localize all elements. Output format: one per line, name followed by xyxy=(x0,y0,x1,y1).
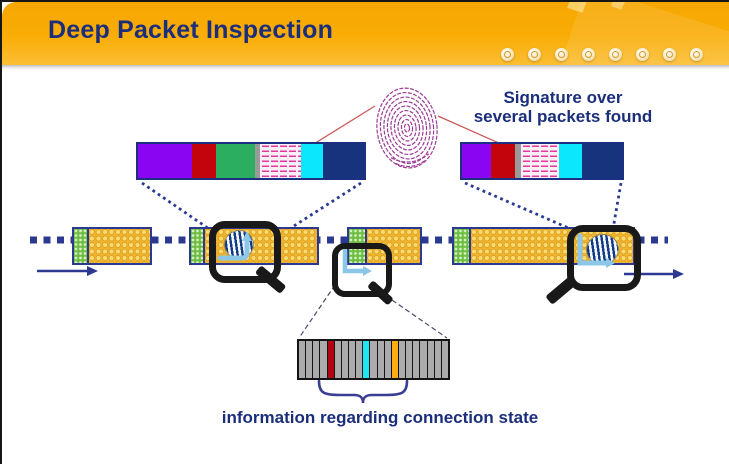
packet-detail-left xyxy=(136,142,366,180)
signature-caption-line2: several packets found xyxy=(473,107,653,126)
match-arrow-icon xyxy=(217,231,252,261)
nav-dot[interactable] xyxy=(690,48,703,61)
nav-dot-glyph xyxy=(504,51,511,58)
state-cell xyxy=(434,341,442,378)
match-arrow-icon xyxy=(577,233,615,268)
packet-field-signature-pattern xyxy=(260,144,301,178)
connection-state-caption: information regarding connection state xyxy=(221,408,539,427)
nav-dot[interactable] xyxy=(528,48,541,61)
magnifier-handle xyxy=(545,275,578,305)
state-table xyxy=(297,339,450,380)
state-cell xyxy=(341,341,349,378)
state-cell xyxy=(306,341,314,378)
fingerprint-icon xyxy=(376,87,438,169)
signature-caption: Signature over several packets found xyxy=(450,88,676,126)
nav-dot-glyph xyxy=(639,51,646,58)
state-cell xyxy=(406,341,414,378)
packet-header xyxy=(454,229,471,263)
nav-dot[interactable] xyxy=(663,48,676,61)
nav-dot-glyph xyxy=(531,51,538,58)
slide-header: Deep Packet Inspection xyxy=(2,2,729,65)
nav-dot-glyph xyxy=(558,51,565,58)
nav-dot[interactable] xyxy=(555,48,568,61)
state-cell xyxy=(441,341,448,378)
state-cell xyxy=(320,341,328,378)
nav-dot-glyph xyxy=(612,51,619,58)
state-cell xyxy=(370,341,378,378)
page-title: Deep Packet Inspection xyxy=(48,16,334,44)
packet-field-signature-pattern xyxy=(521,144,559,178)
state-cell xyxy=(384,341,392,378)
magnifier-lens xyxy=(567,225,641,291)
nav-dot-glyph xyxy=(693,51,700,58)
packet-field-red xyxy=(491,144,515,178)
signature-caption-line1: Signature over xyxy=(503,88,623,107)
packet-header xyxy=(74,229,89,263)
state-cell-cyan xyxy=(363,341,371,378)
brace xyxy=(317,379,409,404)
packet-header xyxy=(191,229,205,263)
state-arrow-icon xyxy=(342,249,372,276)
packet-field-cyan xyxy=(301,144,323,178)
state-cell xyxy=(313,341,321,378)
state-cell xyxy=(356,341,364,378)
nav-dot[interactable] xyxy=(582,48,595,61)
packet-field-gray xyxy=(515,144,521,178)
state-cell xyxy=(377,341,385,378)
packet-field-purple xyxy=(462,144,491,178)
nav-dot[interactable] xyxy=(501,48,514,61)
packet-field-gray xyxy=(255,144,260,178)
packet-field-navy xyxy=(323,144,364,178)
state-cell-red xyxy=(327,341,335,378)
state-cell xyxy=(398,341,407,378)
header-divider xyxy=(2,65,729,70)
nav-dot[interactable] xyxy=(636,48,649,61)
state-cell xyxy=(348,341,357,378)
packet-field-red xyxy=(192,144,216,178)
packet-detail-right xyxy=(460,142,624,180)
state-cell xyxy=(420,341,428,378)
state-cell xyxy=(413,341,421,378)
state-cell xyxy=(334,341,342,378)
stream-packet-1 xyxy=(72,227,152,265)
state-cell xyxy=(299,341,307,378)
nav-dot-glyph xyxy=(666,51,673,58)
packet-payload xyxy=(89,229,150,263)
packet-field-purple xyxy=(138,144,192,178)
packet-field-green xyxy=(216,144,255,178)
nav-dot[interactable] xyxy=(609,48,622,61)
nav-dot-glyph xyxy=(585,51,592,58)
flow-arrow-left xyxy=(37,266,98,276)
packet-field-cyan xyxy=(559,144,582,178)
packet-field-navy xyxy=(582,144,622,178)
state-cell xyxy=(427,341,435,378)
nav-dots xyxy=(501,48,703,61)
state-cell-orange xyxy=(391,341,399,378)
